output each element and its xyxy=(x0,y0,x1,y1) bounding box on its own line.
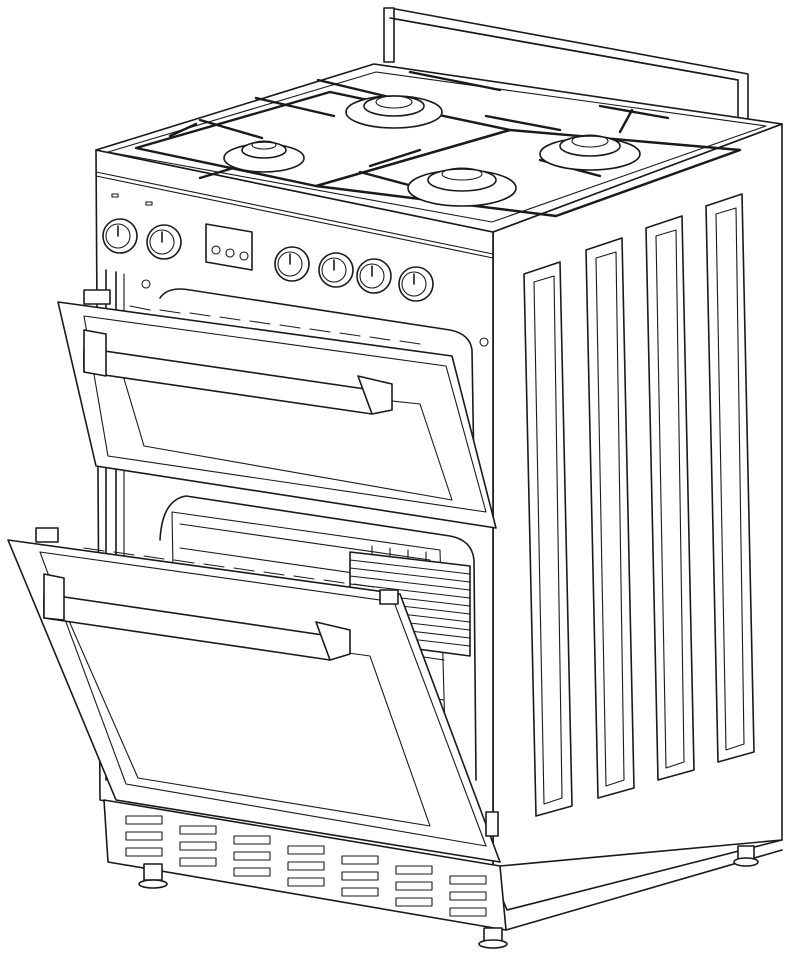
lower-door-handle[interactable] xyxy=(43,573,351,661)
lower-door-hinge-left xyxy=(35,527,59,543)
control-knob-4[interactable] xyxy=(318,252,354,288)
burner-rear-right xyxy=(539,134,641,171)
burner-front-left xyxy=(223,140,305,173)
control-knob-6[interactable] xyxy=(398,266,434,302)
control-panel xyxy=(95,171,494,259)
adjustable-feet xyxy=(138,845,759,949)
control-knob-1[interactable] xyxy=(102,218,138,254)
side-rib-4 xyxy=(705,193,755,763)
burner-front-right xyxy=(407,167,517,207)
plinth-vent-slots xyxy=(125,815,487,917)
foot-front-left xyxy=(138,863,168,889)
side-rib-2 xyxy=(585,237,635,799)
lower-door-latch xyxy=(485,811,499,837)
screw-right xyxy=(479,337,489,347)
indicator-light-1 xyxy=(111,193,119,198)
side-panel-ribs xyxy=(523,193,755,817)
screw-left xyxy=(141,279,151,289)
top-door-hinge-left xyxy=(83,289,111,305)
control-knob-2[interactable] xyxy=(146,224,182,260)
side-rib-3 xyxy=(645,215,695,781)
side-rib-1 xyxy=(523,261,573,817)
control-knob-5[interactable] xyxy=(356,258,392,294)
foot-rear-right xyxy=(733,845,759,867)
burner-rear-left xyxy=(345,95,443,129)
top-door-handle[interactable] xyxy=(83,329,393,415)
lower-door-hinge-right xyxy=(379,589,399,605)
hob-top-surface xyxy=(95,63,783,233)
foot-front-right xyxy=(478,927,508,949)
indicator-light-2 xyxy=(145,201,153,206)
control-knob-row[interactable] xyxy=(102,218,434,302)
timer-display xyxy=(205,223,253,271)
control-knob-3[interactable] xyxy=(274,246,310,282)
